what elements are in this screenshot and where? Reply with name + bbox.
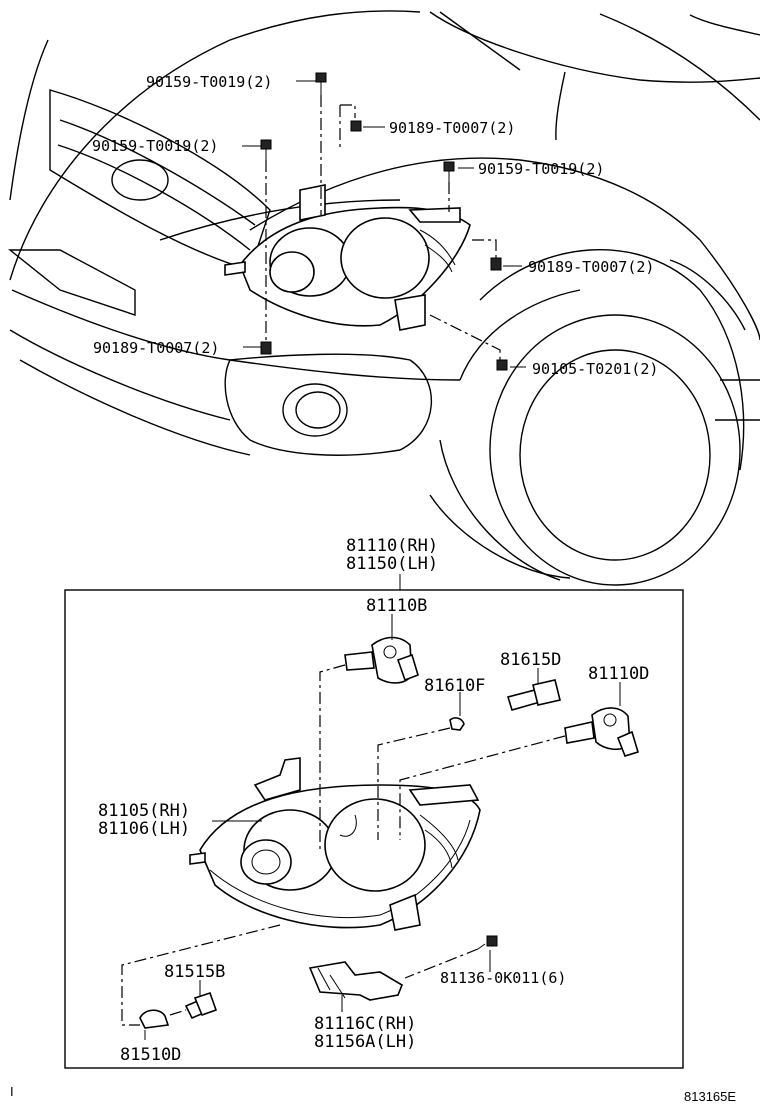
socket-side-marker — [506, 679, 561, 711]
footer-left-mark: I — [10, 1084, 14, 1099]
label-bulb-bottom: 81510D — [120, 1045, 181, 1065]
callout-bolt-top: 90159-T0019(2) — [146, 73, 272, 91]
callout-clip-left: 90189-T0007(2) — [93, 339, 219, 357]
callout-clip-right: 90189-T0007(2) — [528, 258, 654, 276]
callout-bolt-right: 90159-T0019(2) — [478, 160, 604, 178]
clip-icon — [350, 120, 362, 132]
diagram-id: 813165E — [684, 1089, 736, 1104]
leaders-top — [242, 80, 526, 368]
install-lines-top — [265, 95, 501, 360]
bracket — [308, 961, 403, 1001]
exploded-view-frame — [64, 589, 684, 1069]
label-socket-side: 81615D — [500, 650, 561, 670]
callout-screw-bracket: 90105-T0201(2) — [532, 360, 658, 378]
label-housing-rh: 81105(RH) — [98, 801, 190, 821]
label-bulb-low: 81110D — [588, 664, 649, 684]
screw-icon — [496, 359, 508, 371]
label-screw-bracket: 81136-0K011(6) — [440, 969, 566, 987]
leaders-bottom — [144, 614, 621, 1040]
bulb-low-beam — [564, 707, 639, 757]
label-bracket-rh: 81116C(RH) — [314, 1014, 416, 1034]
screw-icon — [477, 935, 498, 950]
bolt-icon — [315, 72, 327, 95]
socket-bottom — [184, 991, 218, 1020]
bulb-high-beam — [344, 636, 419, 684]
clip-icon — [490, 257, 502, 271]
headlamp-installed — [224, 184, 471, 331]
headlamp-housing — [189, 757, 481, 931]
assembly-label-lh: 81150(LH) — [346, 554, 438, 574]
label-bulb-high: 81110B — [366, 596, 427, 616]
assembly-label-rh: 81110(RH) — [346, 536, 438, 556]
clip-icon — [260, 341, 272, 355]
label-bracket-lh: 81156A(LH) — [314, 1032, 416, 1052]
label-bulb-small: 81610F — [424, 676, 485, 696]
bulb-bottom — [139, 1009, 170, 1029]
bolt-icon — [260, 139, 272, 160]
top-fasteners — [260, 72, 508, 371]
install-lines-bottom — [121, 664, 566, 1026]
vehicle-outline — [8, 10, 760, 586]
bolt-icon — [443, 161, 455, 182]
label-housing-lh: 81106(LH) — [98, 819, 190, 839]
bulb-small — [449, 717, 465, 731]
callout-bolt-left: 90159-T0019(2) — [92, 137, 218, 155]
label-socket-bottom: 81515B — [164, 962, 225, 982]
callout-clip-top: 90189-T0007(2) — [389, 119, 515, 137]
